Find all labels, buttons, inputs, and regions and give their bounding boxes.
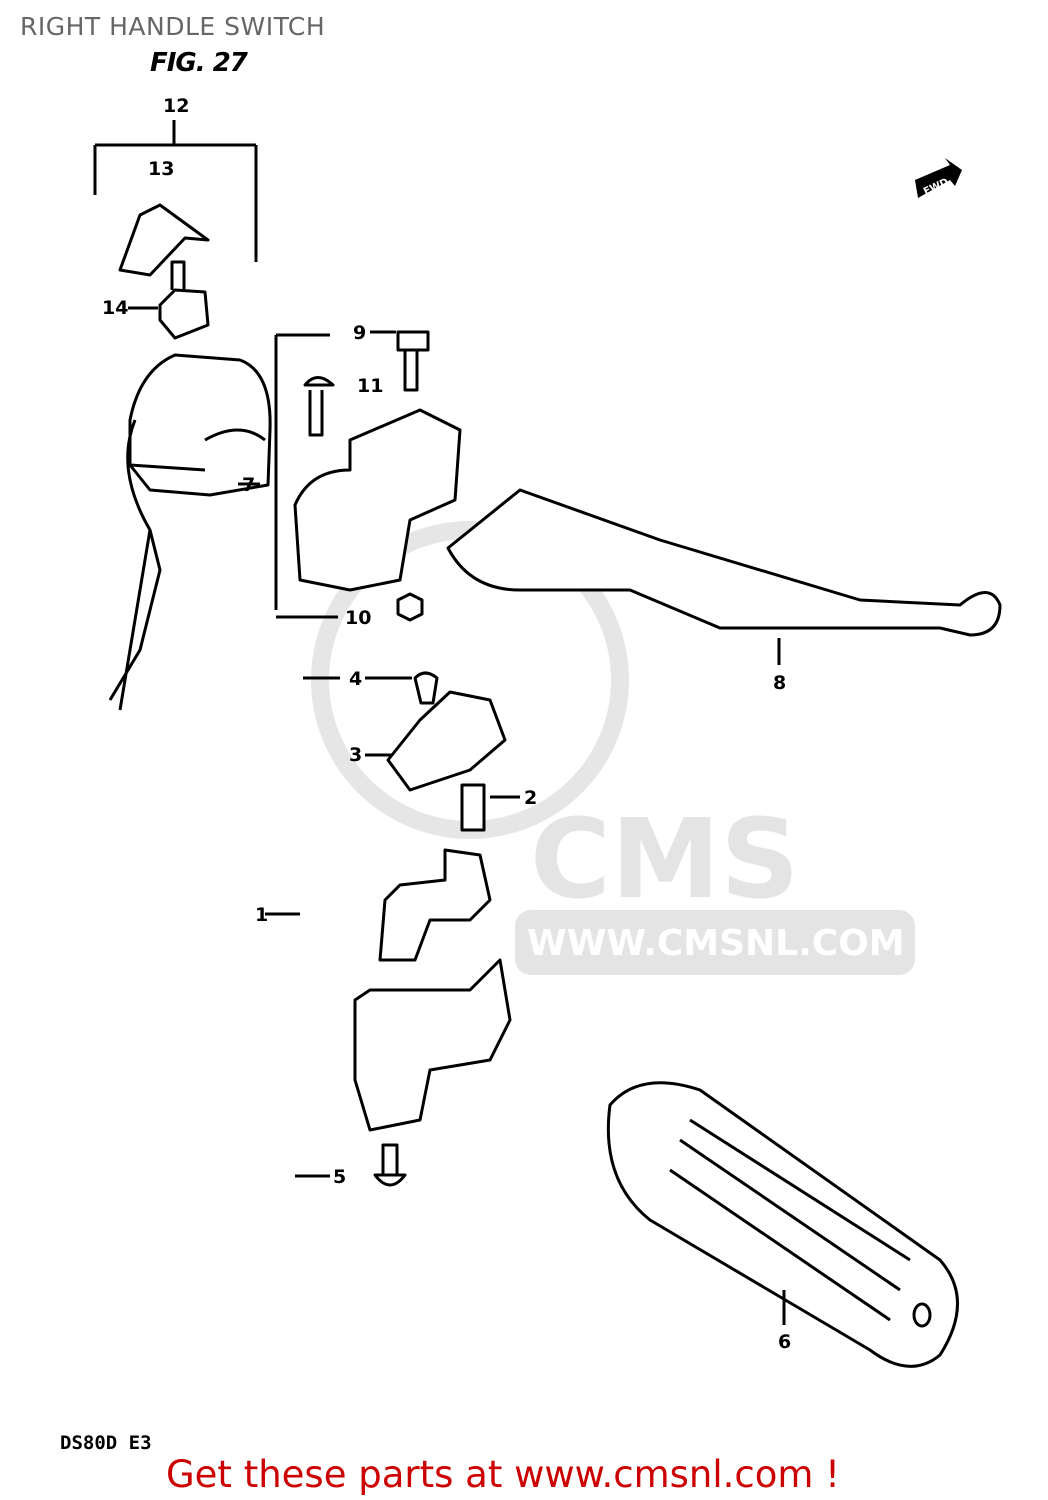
callout-13: 13 <box>148 158 174 180</box>
callout-4: 4 <box>349 668 362 690</box>
callout-9: 9 <box>353 322 366 344</box>
callout-3: 3 <box>349 744 362 766</box>
callout-12: 12 <box>163 95 189 117</box>
callout-14: 14 <box>102 297 128 319</box>
callout-10: 10 <box>345 607 371 629</box>
fwd-arrow-icon: FWD <box>915 158 962 198</box>
part-1-clamp <box>378 848 492 962</box>
part-7-switch-housing <box>128 353 272 497</box>
callout-5: 5 <box>333 1166 346 1188</box>
callout-7: 7 <box>242 474 255 496</box>
part-8-brake-lever <box>446 488 1002 637</box>
callout-bracket-12 <box>93 120 258 262</box>
part-3-bracket <box>386 690 507 792</box>
part-9-bolt <box>396 330 430 392</box>
callout-1: 1 <box>255 904 268 926</box>
part-2-stop-switch <box>460 783 486 832</box>
part-6-grip <box>606 1081 959 1368</box>
part-5-screw <box>373 1143 407 1187</box>
model-code: DS80D E3 <box>60 1432 152 1454</box>
watermark-logo: CMS <box>530 795 799 923</box>
callout-8: 8 <box>773 672 786 694</box>
part-11-screw <box>303 376 335 437</box>
lever-bracket <box>293 408 462 592</box>
figure-number: FIG. 27 <box>150 48 248 78</box>
callout-11: 11 <box>357 375 383 397</box>
part-1-clamp-lower <box>265 912 512 1132</box>
part-4-screw <box>413 671 439 705</box>
callout-6: 6 <box>778 1331 791 1353</box>
callout-2: 2 <box>524 787 537 809</box>
part-10-nut <box>396 592 424 622</box>
part-13-switch-knob <box>118 203 210 277</box>
part-14-switch-base <box>158 260 210 340</box>
watermark-url: WWW.CMSNL.COM <box>527 923 905 964</box>
page-title: RIGHT HANDLE SWITCH <box>20 12 326 41</box>
promo-link[interactable]: Get these parts at www.cmsnl.com ! <box>166 1453 841 1496</box>
